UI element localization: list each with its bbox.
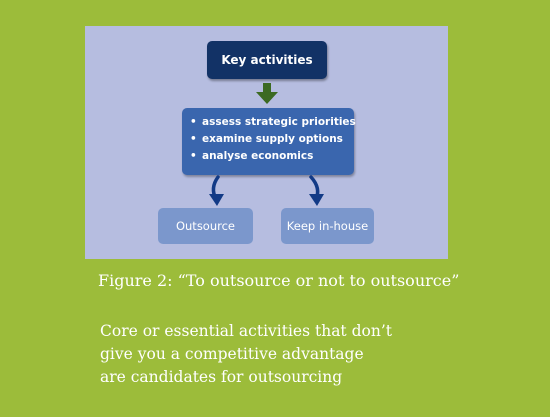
body-text: Core or essential activities that don’t … (100, 320, 392, 389)
diagram-panel: Key activities •assess strategic priorit… (85, 26, 448, 259)
curved-arrow-left-icon (209, 175, 224, 206)
activities-list-box: •assess strategic priorities •examine su… (182, 108, 356, 175)
key-activities-label: Key activities (221, 53, 313, 67)
activities-list: •assess strategic priorities •examine su… (190, 114, 356, 165)
list-item: •analyse economics (190, 150, 314, 162)
body-line: Core or essential activities that don’t (100, 322, 392, 340)
list-item: •examine supply options (190, 133, 343, 145)
body-line: give you a competitive advantage (100, 345, 364, 363)
keep-in-house-box: Keep in-house (281, 208, 374, 244)
figure-caption: Figure 2: “To outsource or not to outsou… (98, 271, 460, 290)
outsource-label: Outsource (175, 219, 236, 233)
key-activities-box: Key activities (207, 41, 327, 79)
down-arrow-icon (256, 83, 278, 104)
curved-arrow-right-icon (309, 175, 324, 206)
body-line: are candidates for outsourcing (100, 368, 343, 386)
list-item: •assess strategic priorities (190, 116, 356, 128)
keep-in-house-label: Keep in-house (286, 219, 369, 233)
outsource-box: Outsource (158, 208, 253, 244)
